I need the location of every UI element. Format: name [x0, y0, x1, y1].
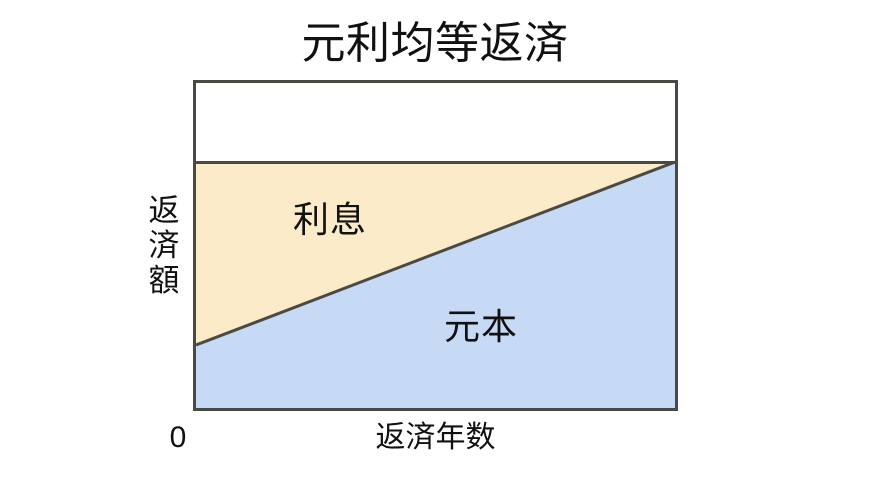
y-axis-label: 返済額 [148, 193, 180, 298]
chart-title: 元利均等返済 [301, 19, 569, 68]
plot-headroom-region [196, 83, 675, 162]
interest-region-label: 利息 [293, 199, 368, 240]
plot-area: 利息 元本 [193, 80, 678, 411]
x-axis-origin-tick-label: 0 [169, 421, 187, 454]
x-axis-label: 返済年数 [375, 421, 496, 454]
principal-region-label: 元本 [444, 306, 519, 347]
plot-regions-svg [196, 83, 675, 408]
principal-area [196, 162, 675, 408]
interest-principal-boundary-line [196, 160, 675, 347]
